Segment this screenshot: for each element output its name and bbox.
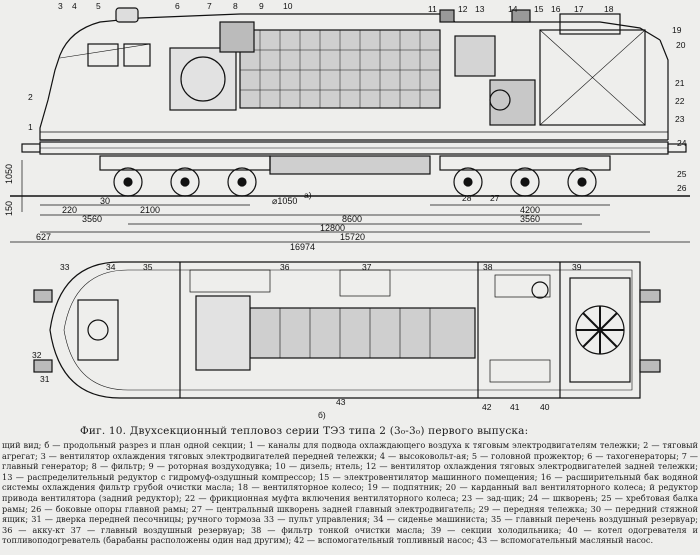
air-reservoir xyxy=(339,269,391,297)
dim-4200: 4200 xyxy=(520,205,540,215)
callout-15: 15 xyxy=(534,4,544,14)
cooler-plan xyxy=(569,277,631,383)
callout-1: 1 xyxy=(28,122,33,132)
callout-22: 22 xyxy=(675,96,685,106)
plan-outline xyxy=(49,261,641,399)
callout-10: 10 xyxy=(283,1,293,11)
callout-3: 3 xyxy=(58,1,63,11)
view-letter-a: а) xyxy=(304,190,312,200)
callout-23: 23 xyxy=(675,114,685,124)
callout-39: 39 xyxy=(572,262,582,272)
callout-42: 42 xyxy=(482,402,492,412)
aux-pumps xyxy=(489,359,551,383)
dim-30: 30 xyxy=(100,196,110,206)
dim-wheel-diameter: ⌀1050 xyxy=(272,196,297,206)
callout-38: 38 xyxy=(483,262,493,272)
figure-caption: Фиг. 10. Двухсекционный тепловоз серии Т… xyxy=(80,425,529,437)
fuel-tank xyxy=(269,155,431,175)
oil-filter xyxy=(494,274,551,298)
front-buffer xyxy=(33,289,53,303)
callout-20: 20 xyxy=(676,40,686,50)
callout-9: 9 xyxy=(259,1,264,11)
roof-box xyxy=(439,9,455,23)
dim-2100: 2100 xyxy=(140,205,160,215)
water-tank xyxy=(454,35,496,77)
front-bogie-frame xyxy=(99,155,271,171)
plan-view xyxy=(33,261,661,399)
dim-627: 627 xyxy=(36,232,51,242)
cab-nose-outline xyxy=(39,54,61,141)
compressor xyxy=(489,79,536,126)
callout-19: 19 xyxy=(672,25,682,35)
side-view xyxy=(10,7,690,197)
rear-end-outline xyxy=(659,39,669,140)
dim-3560-left: 3560 xyxy=(82,214,102,224)
dimension-lines xyxy=(10,160,690,243)
callout-25: 25 xyxy=(677,169,687,179)
side-view-callouts: 3 4 5 6 7 8 9 10 11 12 13 14 15 16 17 18… xyxy=(28,1,687,203)
callout-40: 40 xyxy=(540,402,550,412)
cab-window xyxy=(87,43,119,67)
dim-12800: 12800 xyxy=(320,223,345,233)
plan-view-callouts: 33 34 35 36 37 38 39 32 31 43 42 41 40 б… xyxy=(32,262,582,420)
callout-14: 14 xyxy=(508,4,518,14)
dim-16974: 16974 xyxy=(290,242,315,252)
callout-5: 5 xyxy=(96,1,101,11)
callout-2: 2 xyxy=(28,92,33,102)
diesel-plan xyxy=(249,307,476,359)
front-coupler xyxy=(21,143,41,153)
dimension-labels: 1050 150 220 30 2100 ⌀1050 4200 3560 860… xyxy=(4,164,540,252)
callout-4: 4 xyxy=(72,1,77,11)
roof-box xyxy=(511,9,531,23)
callout-16: 16 xyxy=(551,4,561,14)
callout-26: 26 xyxy=(677,183,687,193)
callout-21: 21 xyxy=(675,78,685,88)
dim-1050: 1050 xyxy=(4,164,14,184)
callout-41: 41 xyxy=(510,402,520,412)
callout-7: 7 xyxy=(207,1,212,11)
view-letter-b: б) xyxy=(318,410,326,420)
callout-35: 35 xyxy=(143,262,153,272)
callout-31: 31 xyxy=(40,374,50,384)
cooler-chamber xyxy=(539,29,646,126)
callout-17: 17 xyxy=(574,4,584,14)
callout-6: 6 xyxy=(175,1,180,11)
dim-220: 220 xyxy=(62,205,77,215)
callout-33: 33 xyxy=(60,262,70,272)
figure-legend: щий вид; б — продольный разрез и план од… xyxy=(2,440,698,546)
rotary-blower xyxy=(219,21,255,53)
callout-24: 24 xyxy=(677,138,687,148)
rear-buffer xyxy=(639,359,661,373)
fan-wheel xyxy=(559,13,621,35)
callout-43: 43 xyxy=(336,397,346,407)
dim-3560-right: 3560 xyxy=(520,214,540,224)
rear-coupler xyxy=(667,143,687,153)
callout-18: 18 xyxy=(604,4,614,14)
dim-8600: 8600 xyxy=(342,214,362,224)
callout-34: 34 xyxy=(106,262,116,272)
roof-outline xyxy=(59,13,661,56)
callout-28: 28 xyxy=(462,193,472,203)
callout-37: 37 xyxy=(362,262,372,272)
callout-12: 12 xyxy=(458,4,468,14)
rear-bogie-frame xyxy=(439,155,611,171)
locomotive-technical-drawing: 3 4 5 6 7 8 9 10 11 12 13 14 15 16 17 18… xyxy=(4,1,690,420)
control-desk xyxy=(77,299,119,361)
battery-box xyxy=(189,269,271,293)
dim-150: 150 xyxy=(4,201,14,216)
callout-8: 8 xyxy=(233,1,238,11)
callout-13: 13 xyxy=(475,4,485,14)
generator-plan xyxy=(195,295,251,371)
callout-32: 32 xyxy=(32,350,42,360)
front-buffer xyxy=(33,359,53,373)
dim-15720: 15720 xyxy=(340,232,365,242)
callout-36: 36 xyxy=(280,262,290,272)
rear-buffer xyxy=(639,289,661,303)
headlight xyxy=(115,7,139,23)
callout-11: 11 xyxy=(428,4,437,14)
callout-27: 27 xyxy=(490,193,500,203)
cab-window xyxy=(123,43,151,67)
